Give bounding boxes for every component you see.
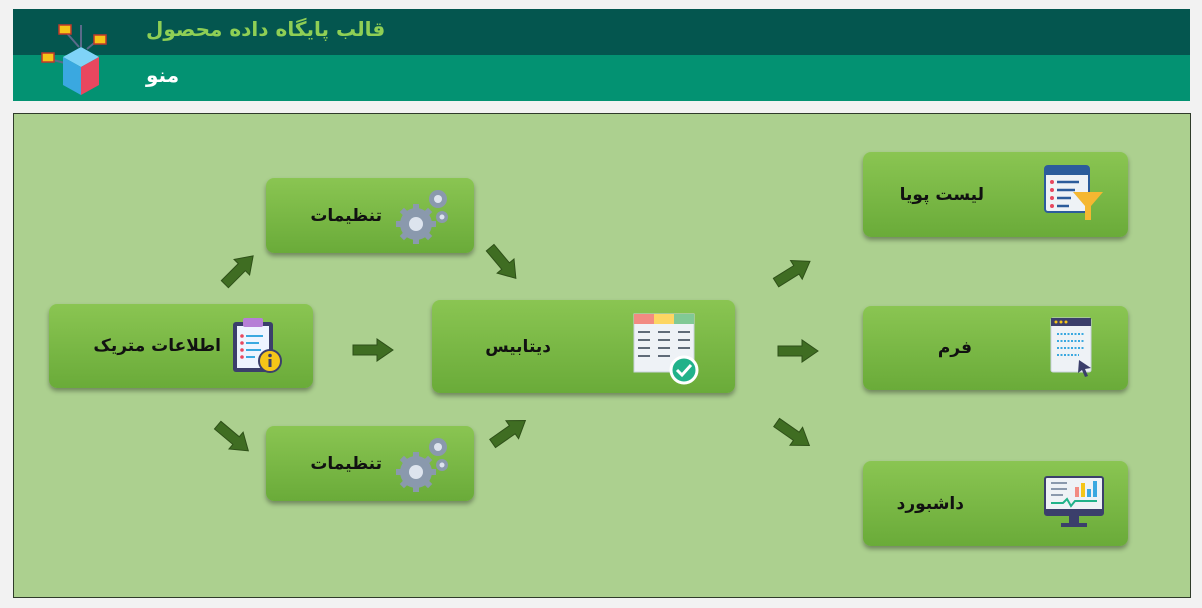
menu-button[interactable]: منو	[146, 63, 180, 87]
gears-icon	[396, 438, 448, 492]
arrow-icon	[777, 339, 819, 363]
arrow-icon	[773, 417, 811, 446]
dashboard-node[interactable]: داشبورد	[863, 461, 1128, 546]
gears-icon	[396, 190, 448, 244]
network-cube-icon	[41, 24, 107, 95]
arrow-icon	[220, 255, 254, 289]
settings-bottom-node[interactable]: تنظیمات	[266, 426, 474, 501]
arrow-icon	[489, 420, 527, 449]
header-banner: قالب پایگاه داده محصول منو	[13, 9, 1190, 101]
clipboard-info-icon	[233, 318, 282, 373]
settings-top-label: تنظیمات	[310, 205, 382, 226]
diagram-canvas: اطلاعات متریک تنظیمات تنظیمات	[13, 113, 1191, 598]
metric-info-node[interactable]: اطلاعات متریک	[49, 304, 313, 388]
dynamic-list-label: لیست پویا	[899, 184, 984, 205]
form-document-icon	[1050, 317, 1092, 377]
header-menu-bar	[13, 55, 1190, 101]
table-check-icon	[633, 313, 699, 385]
arrow-icon	[485, 243, 517, 279]
settings-top-node[interactable]: تنظیمات	[266, 178, 474, 253]
arrow-icon	[772, 260, 811, 288]
arrow-icon	[213, 420, 249, 452]
database-node[interactable]: دیتابیس	[432, 300, 735, 393]
header-top-bar	[13, 9, 1190, 55]
form-label: فرم	[937, 338, 972, 358]
database-label: دیتابیس	[485, 336, 551, 357]
list-filter-icon	[1044, 165, 1103, 220]
page-title: قالب پایگاه داده محصول	[146, 17, 386, 41]
settings-bottom-label: تنظیمات	[310, 453, 382, 474]
dashboard-monitor-icon	[1044, 476, 1104, 527]
arrow-icon	[352, 338, 394, 362]
dashboard-label: داشبورد	[896, 493, 964, 514]
dynamic-list-node[interactable]: لیست پویا	[863, 152, 1128, 237]
metric-info-label: اطلاعات متریک	[93, 336, 221, 356]
form-node[interactable]: فرم	[863, 306, 1128, 390]
